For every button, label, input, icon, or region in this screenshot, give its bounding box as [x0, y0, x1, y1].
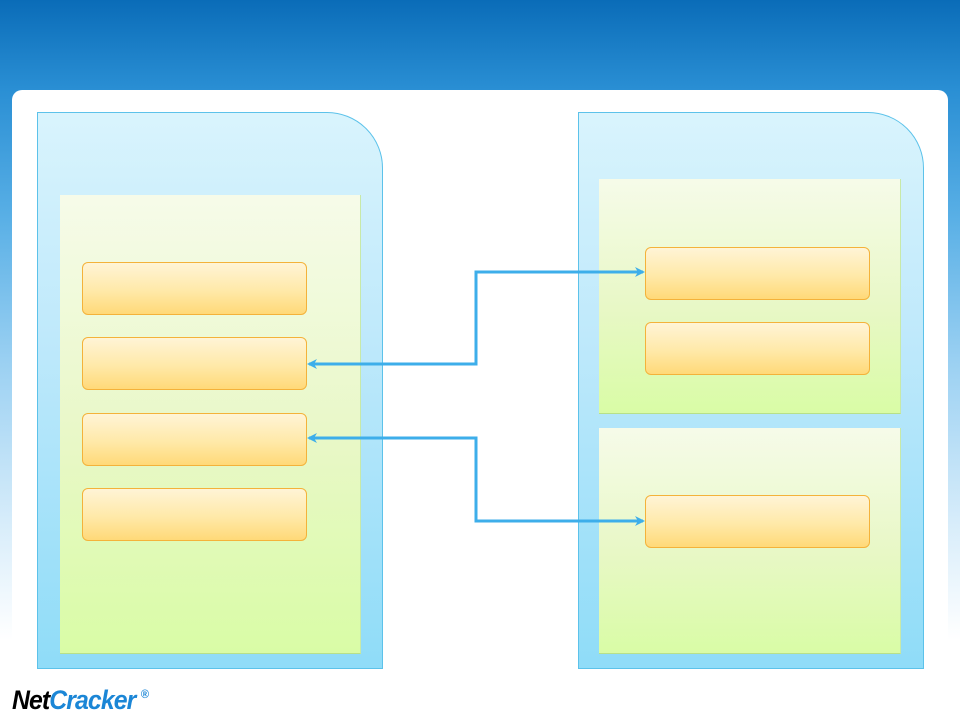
left-box-1: [82, 262, 307, 315]
registered-mark: ®: [140, 687, 149, 701]
right-box-3: [645, 495, 870, 548]
logo-text-net: Net: [12, 685, 50, 715]
right-box-2: [645, 322, 870, 375]
left-box-3: [82, 413, 307, 466]
right-box-1: [645, 247, 870, 300]
left-box-2: [82, 337, 307, 390]
netcracker-logo: NetCracker ®: [12, 684, 149, 716]
logo-text-cracker: Cracker: [49, 685, 136, 715]
left-box-4: [82, 488, 307, 541]
